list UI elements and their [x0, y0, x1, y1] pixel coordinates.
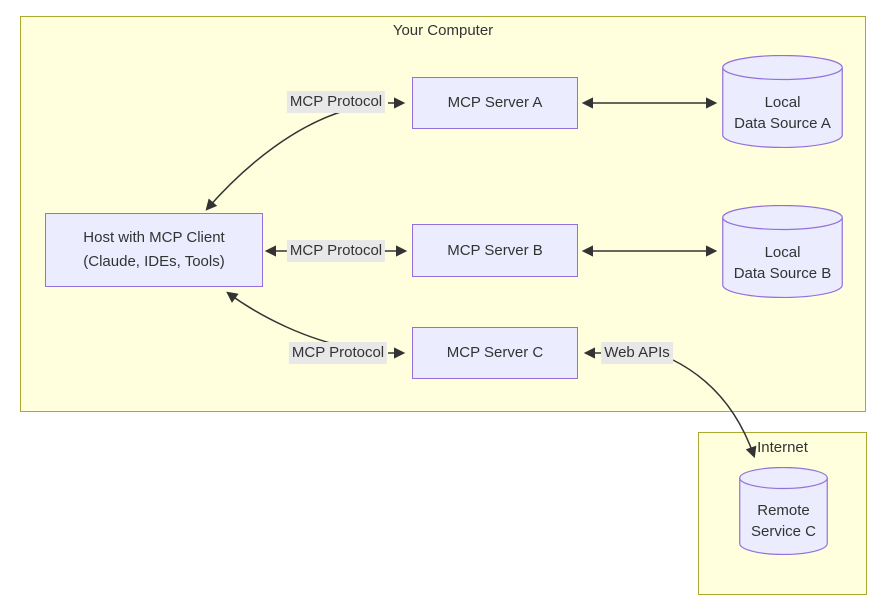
edge-label-web-apis: Web APIs — [601, 342, 673, 364]
cluster-your-computer-label: Your Computer — [392, 22, 494, 39]
server-a-label: MCP Server A — [447, 94, 543, 111]
server-b-label: MCP Server B — [447, 241, 543, 259]
data-b-label-line1: Local — [764, 243, 801, 261]
node-mcp-server-b: MCP Server B — [412, 224, 578, 277]
cylinder-shape-icon — [739, 467, 828, 555]
node-local-data-source-a: Local Data Source A — [722, 55, 843, 148]
data-a-label-line1: Local — [764, 93, 801, 111]
cluster-internet: Internet — [698, 432, 867, 595]
data-b-label-line2: Data Source B — [733, 264, 832, 282]
cylinder-shape-icon — [722, 205, 843, 298]
host-label-line2: (Claude, IDEs, Tools) — [83, 253, 225, 270]
edge-label-mcp-protocol-b: MCP Protocol — [286, 240, 386, 262]
remote-c-label-line1: Remote — [757, 502, 810, 519]
data-a-label-line2: Data Source A — [734, 114, 831, 132]
node-local-data-source-b: Local Data Source B — [722, 205, 843, 298]
node-mcp-server-a: MCP Server A — [412, 77, 578, 129]
edge-label-mcp-protocol-a: MCP Protocol — [286, 91, 386, 113]
server-c-label: MCP Server C — [446, 344, 544, 361]
node-host-with-mcp-client: Host with MCP Client (Claude, IDEs, Tool… — [45, 213, 263, 287]
node-remote-service-c: Remote Service C — [739, 467, 828, 555]
cylinder-shape-icon — [722, 55, 843, 148]
node-mcp-server-c: MCP Server C — [412, 327, 578, 379]
edge-label-mcp-protocol-c: MCP Protocol — [288, 342, 388, 364]
host-label-line1: Host with MCP Client — [83, 229, 225, 246]
remote-c-label-line2: Service C — [750, 523, 817, 540]
cluster-internet-label: Internet — [757, 439, 808, 456]
